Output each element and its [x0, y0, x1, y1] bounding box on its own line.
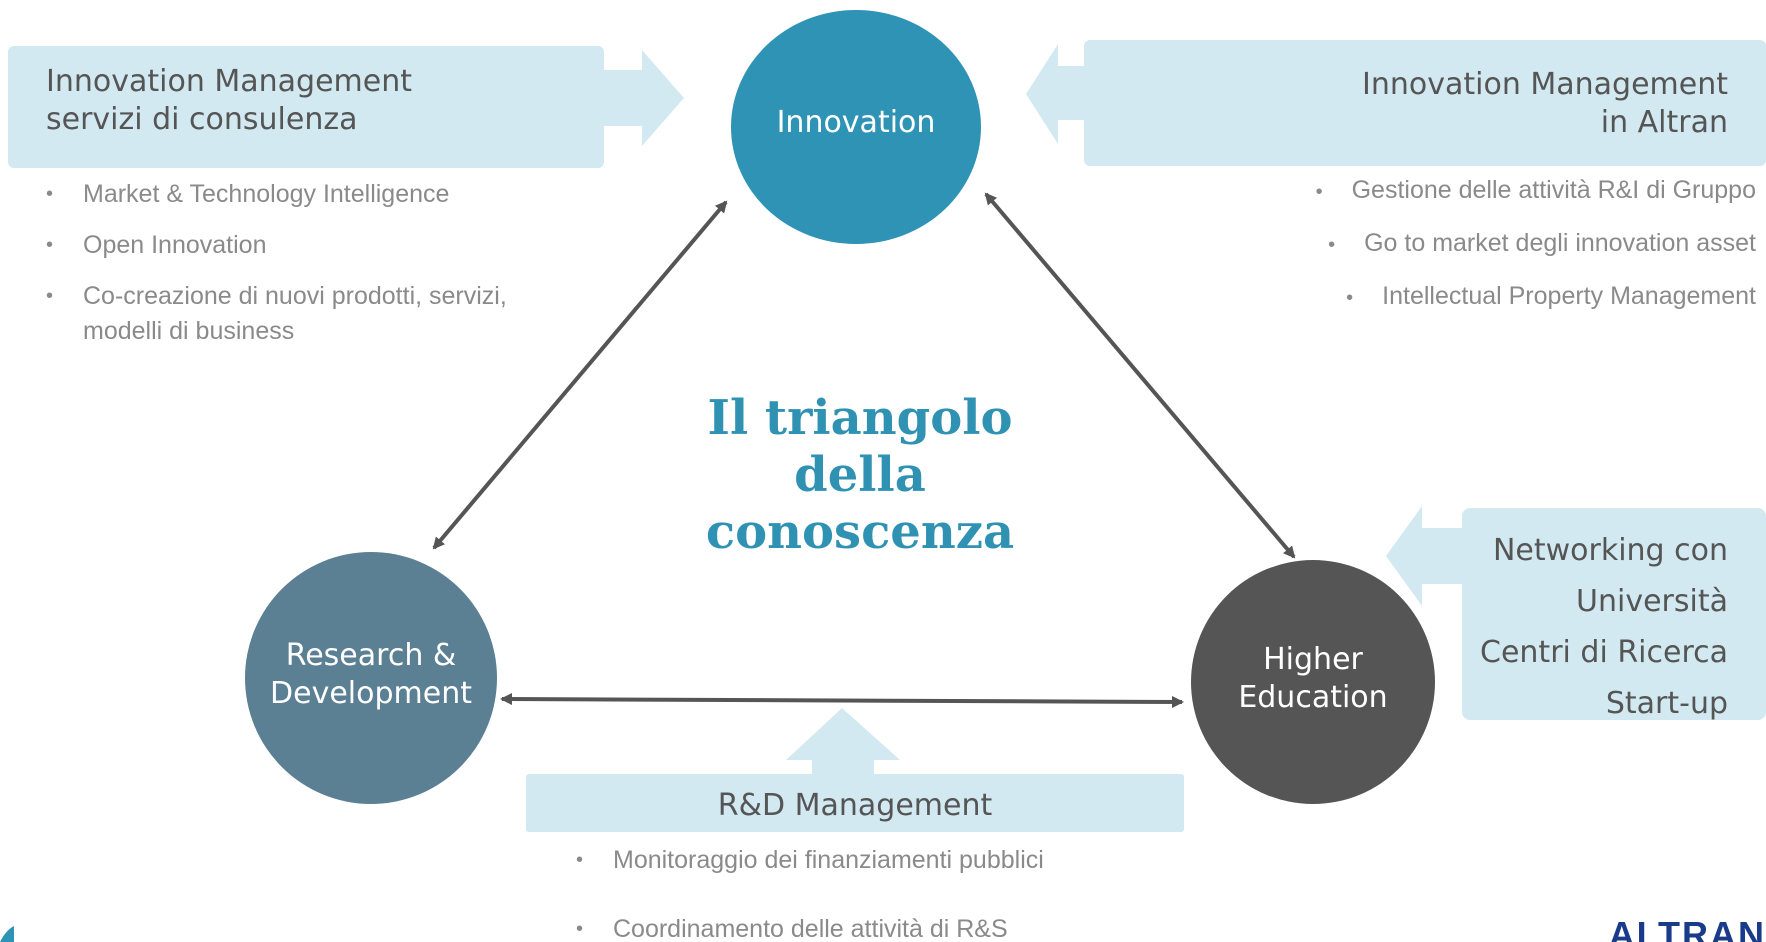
- panel-networking-text: Networking con Università Centri di Rice…: [1462, 525, 1728, 729]
- list-item: •Go to market degli innovation asset: [1328, 229, 1756, 257]
- list-item: •Gestione delle attività R&I di Gruppo: [1315, 176, 1756, 204]
- panel-rd-management-bullets: Monitoraggio dei finanziamenti pubblici …: [576, 843, 1176, 942]
- list-item: Market & Technology Intelligence: [46, 177, 606, 212]
- node-rd-label-line-2: Development: [270, 676, 472, 711]
- arrow-rd-higher-education: [500, 693, 1184, 708]
- networking-line-1: Networking con: [1492, 533, 1728, 568]
- diagram-title-line-3: conoscenza: [705, 504, 1015, 560]
- panel-consulting-shape: [8, 46, 684, 168]
- node-innovation-label: Innovation: [776, 105, 936, 140]
- list-item-line: Co-creazione di nuovi prodotti, servizi,: [83, 282, 507, 310]
- panel-consulting-title-line-1: Innovation Management: [46, 64, 412, 99]
- list-item: Co-creazione di nuovi prodotti, servizi,…: [46, 279, 606, 349]
- networking-line-4: Start-up: [1605, 686, 1728, 721]
- node-research-development: [245, 552, 497, 804]
- panel-altran-bullets: •Gestione delle attività R&I di Gruppo •…: [1270, 173, 1756, 316]
- node-higher-education-line-1: Higher: [1263, 642, 1363, 677]
- list-item: Coordinamento delle attività di R&S: [576, 912, 1176, 942]
- list-item: Open Innovation: [46, 228, 606, 263]
- list-item-line: modelli di business: [83, 317, 295, 345]
- list-item: •Intellectual Property Management: [1346, 282, 1756, 310]
- panel-consulting-title: Innovation Management servizi di consule…: [46, 63, 412, 139]
- panel-altran-shape: [1026, 40, 1766, 166]
- logo-swoosh-icon: [0, 926, 14, 942]
- panel-altran-title-line-1: Innovation Management: [1362, 67, 1728, 102]
- node-higher-education: [1191, 560, 1435, 804]
- node-innovation: [731, 10, 981, 244]
- arrow-innovation-higher-education: [984, 192, 1296, 559]
- networking-line-3: Centri di Ricerca: [1480, 635, 1728, 670]
- panel-altran-title-line-2: in Altran: [1600, 105, 1728, 140]
- node-higher-education-line-2: Education: [1238, 680, 1388, 715]
- panel-rd-management-title: R&D Management: [717, 788, 993, 823]
- panel-networking-shape: [1386, 506, 1766, 720]
- diagram-title: Il triangolo della conoscenza: [660, 390, 1060, 561]
- node-rd-label-line-1: Research &: [285, 638, 457, 673]
- panel-altran-title: Innovation Management in Altran: [1180, 66, 1728, 142]
- node-rd-label: Research & Development: [246, 637, 496, 713]
- list-item: Monitoraggio dei finanziamenti pubblici: [576, 843, 1176, 878]
- panel-rd-management-shape: [526, 708, 1184, 832]
- arrow-innovation-rd: [432, 200, 728, 550]
- diagram-title-line-1: Il triangolo: [707, 390, 1013, 446]
- node-higher-education-label: Higher Education: [1188, 641, 1438, 717]
- diagram-title-line-2: della: [794, 447, 926, 503]
- panel-consulting-title-line-2: servizi di consulenza: [46, 102, 358, 137]
- networking-line-2: Università: [1576, 584, 1728, 619]
- panel-consulting-bullets: Market & Technology Intelligence Open In…: [46, 177, 606, 349]
- altran-logo: ALTRAN: [1608, 914, 1766, 942]
